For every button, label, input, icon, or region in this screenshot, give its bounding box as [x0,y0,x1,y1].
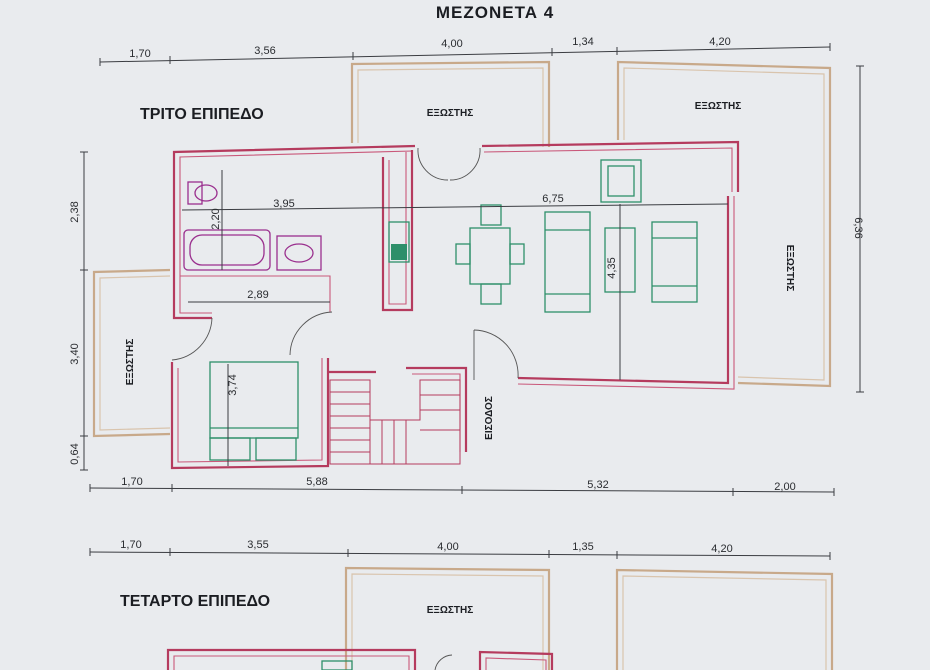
level-3-bottom-dimension-line [89,484,835,496]
l3-left-dim-2: 3,40 [69,343,81,364]
l3-inner-dim-1: 3,95 [273,198,294,210]
l3-inner-dim-6: 4,35 [606,257,618,278]
dining-set [455,204,525,305]
l3-right-dim: 6,36 [852,217,864,238]
level-4-balconies [344,566,834,670]
balcony-top-middle [350,60,551,147]
level-4-top-dimension-line [89,548,831,560]
l3-bottom-dim-1: 1,70 [121,476,142,488]
l3-top-dim-2: 3,56 [254,45,275,57]
balcony-top-right [616,60,832,388]
l3-inner-dim-2: 6,75 [542,193,563,205]
l3-top-dim-5: 4,20 [709,36,730,48]
l4-top-dim-2: 3,55 [247,539,268,551]
balcony-top-middle-label: ΕΞΩΣΤΗΣ [427,108,473,119]
l4-top-dim-4: 1,35 [572,541,593,553]
kitchen-sink [388,221,410,263]
bathroom-fixtures [183,181,322,271]
entrance-label: ΕΙΣΟΔΟΣ [484,396,495,440]
level-3-inner-dimensions [181,170,729,466]
drawing-title: ΜΕΖΟΝΕΤΑ 4 [436,3,554,22]
level-3-top-dimension-line [99,43,831,66]
level-3-doors [171,147,519,380]
level-4-name: ΤΕΤΑΡΤΟ ΕΠΙΠΕΔΟ [120,593,270,610]
l4-top-dim-5: 4,20 [711,543,732,555]
level-4-walls [166,648,554,670]
l3-bottom-dim-3: 5,32 [587,479,608,491]
balcony-top-right-label: ΕΞΩΣΤΗΣ [695,101,741,112]
l3-left-dim-1: 2,38 [69,201,81,222]
balcony-left-label: ΕΞΩΣΤΗΣ [125,339,136,385]
l3-left-dim-3: 0,64 [69,443,81,464]
l3-inner-dim-5: 3,74 [227,374,239,395]
l4-balcony-top-middle-label: ΕΞΩΣΤΗΣ [427,605,473,616]
l3-bottom-dim-4: 2,00 [774,481,795,493]
l4-top-dim-3: 4,00 [437,541,458,553]
level-3-left-dimension-line [80,151,88,471]
double-bed [209,361,299,461]
l3-inner-dim-4: 2,89 [247,289,268,301]
l3-top-dim-1: 1,70 [129,48,150,60]
l3-inner-dim-3: 2,20 [210,208,222,229]
balcony-left [92,268,171,438]
l3-bottom-dim-2: 5,88 [306,476,327,488]
level-3-right-dimension-line [856,65,864,393]
l3-top-dim-3: 4,00 [441,38,462,50]
l4-top-dim-1: 1,70 [120,539,141,551]
living-room-furniture [544,159,698,313]
level-3-name: ΤΡΙΤΟ ΕΠΙΠΕΔΟ [140,106,264,123]
level-3-walls [170,140,740,470]
staircase [329,379,461,465]
l3-top-dim-4: 1,34 [572,36,593,48]
balcony-right-label: ΕΞΩΣΤΗΣ [784,245,795,291]
